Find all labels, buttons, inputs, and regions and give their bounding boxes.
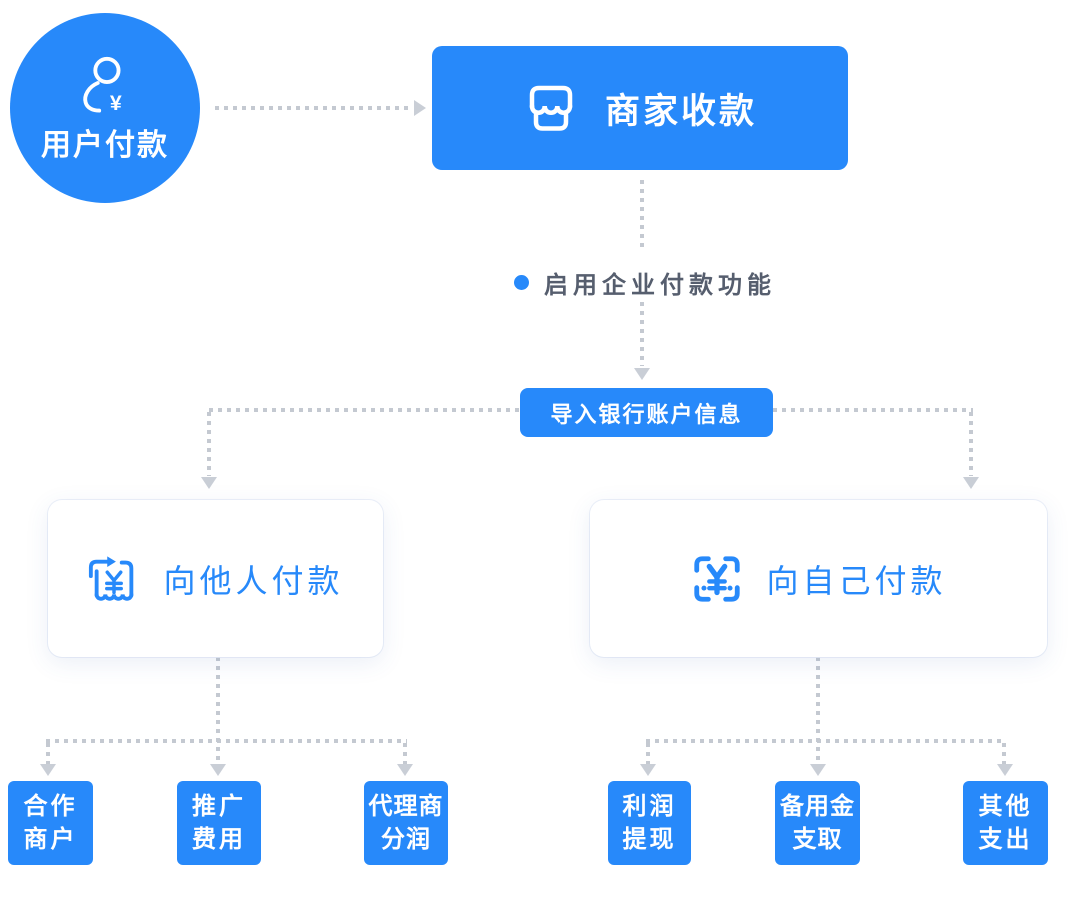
arrowhead-down-icon	[634, 368, 650, 380]
node-label: 用户付款	[41, 129, 169, 162]
arrowhead-down-icon	[210, 764, 226, 776]
connector-leaf3-vertical	[403, 743, 407, 764]
leaf-label-line: 商户	[23, 826, 78, 853]
arrowhead-down-icon	[810, 764, 826, 776]
node-pay-others: 向他人付款	[48, 500, 383, 657]
leaf-label-line: 费用	[192, 826, 246, 853]
connector-merchant-down-lower	[640, 302, 644, 366]
node-label: 向自己付款	[766, 562, 947, 599]
node-label: 导入银行账户信息	[550, 401, 743, 427]
connector-leaf6-vertical	[1002, 743, 1006, 764]
node-pay-self: 向自己付款	[590, 500, 1047, 657]
leaf-label-line: 备用金	[780, 793, 855, 820]
arrowhead-down-icon	[997, 764, 1013, 776]
leaf-label-line: 利润	[622, 793, 677, 820]
connector-import-right-vertical	[969, 412, 973, 476]
node-reserve-withdrawal: 备用金 支取	[775, 781, 860, 865]
storefront-icon	[529, 85, 573, 131]
node-promotion-fees: 推广 费用	[177, 781, 261, 865]
node-user-payment: ¥ 用户付款	[10, 13, 200, 203]
node-label: 商家收款	[604, 91, 757, 131]
leaf-label-line: 其他	[978, 793, 1033, 820]
node-import-bank-info: 导入银行账户信息	[520, 388, 773, 437]
enable-step-label: 启用企业付款功能	[400, 265, 890, 300]
bullet-dot-icon	[514, 275, 529, 290]
arrowhead-right-icon	[414, 100, 426, 116]
connector-payself-horizontal	[646, 739, 1005, 743]
leaf-label-line: 分润	[381, 826, 431, 853]
arrowhead-down-icon	[201, 477, 217, 489]
connector-payothers-horizontal	[46, 739, 407, 743]
node-merchant-collect: 商家收款	[432, 46, 848, 170]
leaf-label-line: 支出	[978, 826, 1033, 853]
connector-import-right-horizontal	[773, 408, 973, 412]
leaf-label-line: 代理商	[368, 793, 444, 820]
step-label-text: 启用企业付款功能	[544, 272, 776, 299]
svg-text:¥: ¥	[110, 91, 122, 114]
connector-payothers-center-vertical	[216, 657, 220, 764]
connector-leaf4-vertical	[646, 743, 650, 764]
connector-user-to-merchant	[215, 106, 413, 110]
user-yen-icon: ¥	[83, 56, 122, 114]
connector-import-left-vertical	[207, 412, 211, 476]
leaf-label-line: 合作	[23, 793, 78, 820]
node-profit-withdrawal: 利润 提现	[608, 781, 691, 865]
leaf-label-line: 推广	[192, 793, 246, 820]
arrowhead-down-icon	[640, 764, 656, 776]
node-label: 向他人付款	[163, 562, 344, 599]
node-other-expenses: 其他 支出	[963, 781, 1048, 865]
arrowhead-down-icon	[397, 764, 413, 776]
receipt-yen-arrow-icon	[89, 555, 134, 601]
leaf-label-line: 支取	[792, 826, 843, 853]
arrowhead-down-icon	[40, 764, 56, 776]
leaf-label-line: 提现	[622, 826, 677, 853]
connector-import-left-horizontal	[209, 408, 520, 412]
arrowhead-down-icon	[963, 477, 979, 489]
node-agent-profit-share: 代理商 分润	[364, 781, 448, 865]
connector-merchant-down-upper	[640, 180, 644, 252]
connector-leaf1-vertical	[46, 743, 50, 764]
scan-yen-icon	[694, 555, 741, 602]
connector-payself-center-vertical	[816, 657, 820, 764]
node-partner-merchants: 合作 商户	[8, 781, 93, 865]
